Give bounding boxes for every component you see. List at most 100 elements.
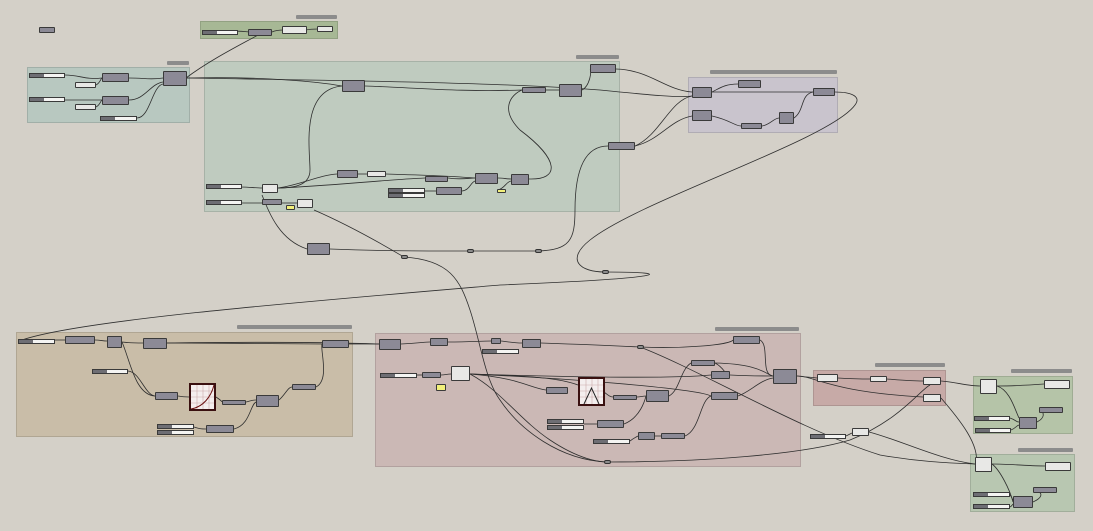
component-node[interactable]: [613, 395, 637, 400]
panel-node[interactable]: [975, 457, 992, 472]
component-node[interactable]: [436, 187, 462, 195]
component-node[interactable]: [638, 432, 655, 440]
component-node[interactable]: [425, 176, 448, 182]
component-node[interactable]: [1033, 487, 1057, 493]
number-slider[interactable]: [380, 373, 417, 378]
panel-node[interactable]: [262, 184, 278, 193]
component-node[interactable]: [102, 73, 129, 82]
slider-knob[interactable]: [389, 194, 403, 197]
number-slider[interactable]: [388, 188, 425, 193]
slider-knob[interactable]: [158, 431, 172, 434]
component-node[interactable]: [248, 29, 272, 36]
component-node[interactable]: [691, 360, 715, 366]
component-node[interactable]: [741, 123, 762, 129]
number-slider[interactable]: [157, 424, 194, 429]
number-slider[interactable]: [100, 116, 137, 121]
component-node[interactable]: [522, 87, 546, 93]
panel-node[interactable]: [451, 366, 470, 381]
slider-knob[interactable]: [389, 189, 403, 192]
slider-knob[interactable]: [207, 201, 221, 204]
panel-node[interactable]: [870, 376, 887, 382]
component-node[interactable]: [692, 87, 712, 98]
slider-knob[interactable]: [381, 374, 395, 377]
slider-knob[interactable]: [974, 493, 988, 496]
component-node[interactable]: [546, 387, 568, 394]
number-slider[interactable]: [975, 428, 1011, 433]
component-node[interactable]: [107, 336, 122, 348]
note-node[interactable]: [497, 189, 506, 193]
component-node[interactable]: [430, 338, 448, 346]
component-node[interactable]: [738, 80, 761, 88]
wire-relay[interactable]: [604, 460, 611, 464]
component-node[interactable]: [256, 395, 279, 407]
component-node[interactable]: [590, 64, 616, 73]
component-node[interactable]: [337, 170, 358, 178]
wire-relay[interactable]: [401, 255, 408, 259]
panel-node[interactable]: [1044, 380, 1070, 389]
number-slider[interactable]: [206, 200, 242, 205]
number-slider[interactable]: [388, 193, 425, 198]
number-slider[interactable]: [810, 434, 846, 439]
number-slider[interactable]: [547, 419, 584, 424]
component-node[interactable]: [779, 112, 794, 124]
number-slider[interactable]: [29, 97, 65, 102]
panel-node[interactable]: [317, 26, 333, 32]
wire-relay[interactable]: [535, 249, 542, 253]
slider-knob[interactable]: [203, 31, 217, 34]
component-node[interactable]: [102, 96, 129, 105]
component-node[interactable]: [711, 392, 738, 400]
component-node[interactable]: [342, 80, 365, 92]
panel-node[interactable]: [75, 104, 96, 110]
note-node[interactable]: [286, 205, 295, 210]
graph-mapper[interactable]: [578, 377, 605, 406]
slider-knob[interactable]: [30, 98, 44, 101]
component-node[interactable]: [222, 400, 246, 405]
slider-knob[interactable]: [811, 435, 825, 438]
graph-mapper[interactable]: [189, 383, 216, 411]
component-node[interactable]: [155, 392, 178, 400]
slider-knob[interactable]: [483, 350, 497, 353]
number-slider[interactable]: [974, 416, 1010, 421]
wire-relay[interactable]: [602, 270, 609, 274]
number-slider[interactable]: [29, 73, 65, 78]
component-node[interactable]: [597, 420, 624, 428]
number-slider[interactable]: [92, 369, 128, 374]
panel-node[interactable]: [1045, 462, 1071, 471]
slider-knob[interactable]: [548, 420, 562, 423]
slider-knob[interactable]: [548, 426, 562, 429]
panel-node[interactable]: [980, 379, 997, 394]
panel-node[interactable]: [923, 394, 941, 402]
component-node[interactable]: [511, 174, 529, 185]
component-node[interactable]: [143, 338, 167, 349]
slider-knob[interactable]: [30, 74, 44, 77]
component-node[interactable]: [608, 142, 635, 150]
slider-knob[interactable]: [207, 185, 221, 188]
component-node[interactable]: [661, 433, 685, 439]
component-node[interactable]: [646, 390, 669, 402]
panel-node[interactable]: [367, 171, 386, 177]
component-node[interactable]: [711, 371, 730, 379]
panel-node[interactable]: [852, 428, 869, 436]
component-node[interactable]: [262, 199, 282, 205]
component-node[interactable]: [1039, 407, 1063, 413]
component-node[interactable]: [692, 110, 712, 121]
component-node[interactable]: [773, 369, 797, 384]
component-node[interactable]: [163, 71, 187, 86]
number-slider[interactable]: [593, 439, 630, 444]
number-slider[interactable]: [202, 30, 238, 35]
wire-relay[interactable]: [637, 345, 644, 349]
note-node[interactable]: [436, 384, 446, 391]
slider-knob[interactable]: [976, 429, 990, 432]
number-slider[interactable]: [157, 430, 194, 435]
component-node[interactable]: [1013, 496, 1033, 508]
component-node[interactable]: [292, 384, 316, 390]
number-slider[interactable]: [973, 504, 1010, 509]
component-node[interactable]: [559, 84, 582, 97]
panel-node[interactable]: [923, 377, 941, 385]
slider-knob[interactable]: [975, 417, 989, 420]
component-node[interactable]: [39, 27, 55, 33]
component-node[interactable]: [733, 336, 760, 344]
panel-node[interactable]: [297, 199, 313, 208]
panel-node[interactable]: [75, 82, 96, 88]
group-lavender[interactable]: [688, 77, 838, 133]
